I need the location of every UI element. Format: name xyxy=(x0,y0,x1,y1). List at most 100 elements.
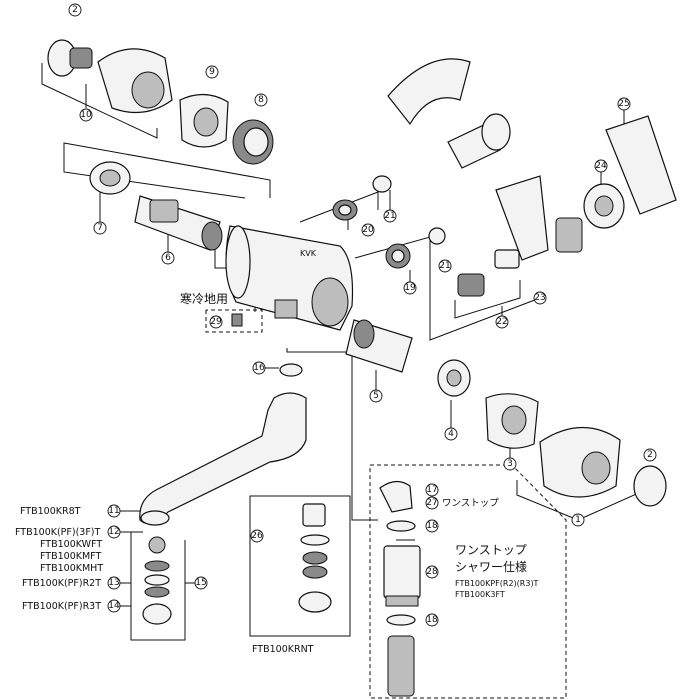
svg-text:5: 5 xyxy=(373,391,379,401)
callout-3: 3 xyxy=(503,457,517,471)
svg-text:21: 21 xyxy=(384,211,395,221)
label-one-stop-shower-1: ワンストップ xyxy=(455,543,527,557)
aerator-set-15 xyxy=(142,536,172,625)
callout-19: 19 xyxy=(403,281,417,295)
label-one-stop: ワンストップ xyxy=(442,498,499,509)
callout-14: 14 xyxy=(107,599,121,613)
label-one-stop-shower-2: シャワー仕様 xyxy=(455,560,527,574)
label-model-kr8t: FTB100KR8T xyxy=(20,506,81,517)
label-model-kpf: FTB100KPF(R2)(R3)T xyxy=(455,579,539,588)
callout-27: 27 xyxy=(425,496,439,510)
callout-15: 15 xyxy=(194,576,208,590)
spout-11 xyxy=(139,392,307,526)
svg-text:2: 2 xyxy=(72,5,78,15)
callout-24: 24 xyxy=(594,159,608,173)
callout-7: 7 xyxy=(93,221,107,235)
handle-base-9 xyxy=(179,93,229,148)
callout-26: 26 xyxy=(250,529,264,543)
check-valve-19 xyxy=(385,243,411,269)
one-stop-elbow-17 xyxy=(379,480,413,513)
svg-text:23: 23 xyxy=(534,293,545,303)
svg-text:29: 29 xyxy=(210,317,222,327)
svg-text:22: 22 xyxy=(496,317,507,327)
callout-13: 13 xyxy=(107,576,121,590)
svg-text:2: 2 xyxy=(647,450,653,460)
callout-21-low: 21 xyxy=(438,259,452,273)
svg-text:13: 13 xyxy=(108,578,119,588)
svg-text:11: 11 xyxy=(108,506,119,516)
svg-text:3: 3 xyxy=(507,459,513,469)
callout-2-top: 2 xyxy=(68,3,82,17)
callout-16: 16 xyxy=(252,361,266,375)
cover-25 xyxy=(605,115,677,215)
ring-nut-8 xyxy=(232,119,274,165)
callout-23: 23 xyxy=(533,291,547,305)
packing-18-low xyxy=(386,614,416,626)
callout-8: 8 xyxy=(254,93,268,107)
callout-4: 4 xyxy=(444,427,458,441)
label-model-r2t: FTB100K(PF)R2T xyxy=(22,578,101,589)
callout-5: 5 xyxy=(369,389,383,403)
callout-11: 11 xyxy=(107,504,121,518)
svg-text:4: 4 xyxy=(448,429,454,439)
callout-25: 25 xyxy=(617,97,631,111)
callout-17: 17 xyxy=(425,483,439,497)
o-ring-16 xyxy=(279,363,303,377)
label-model-krnt: FTB100KRNT xyxy=(252,644,314,655)
flange-24 xyxy=(583,183,625,229)
leader-lines xyxy=(41,63,651,699)
hose-connector xyxy=(447,113,511,169)
label-model-k3ft: FTB100K3FT xyxy=(455,590,505,599)
svg-text:19: 19 xyxy=(404,283,416,293)
handle-cover-2 xyxy=(47,39,93,77)
svg-text:28: 28 xyxy=(426,567,438,577)
callout-12: 12 xyxy=(107,525,121,539)
drain-plug-29 xyxy=(231,313,243,327)
callout-18-low: 18 xyxy=(425,613,439,627)
svg-text:18: 18 xyxy=(426,521,438,531)
svg-text:12: 12 xyxy=(108,527,119,537)
packing-21-top xyxy=(372,175,392,193)
adapter-ring-7 xyxy=(89,161,131,195)
check-valve-20 xyxy=(332,199,358,221)
handle-cap-1 xyxy=(539,426,621,498)
faucet-body: KVK xyxy=(225,225,354,331)
svg-text:26: 26 xyxy=(251,531,263,541)
packing-21-low xyxy=(428,227,446,245)
callout-10: 10 xyxy=(79,108,93,122)
svg-text:10: 10 xyxy=(80,110,92,120)
callout-21-top: 21 xyxy=(383,209,397,223)
body-logo: KVK xyxy=(300,249,317,258)
valve-cartridge-6 xyxy=(134,195,223,251)
svg-text:7: 7 xyxy=(97,223,103,233)
svg-text:1: 1 xyxy=(575,515,581,525)
handle-base-3 xyxy=(485,393,539,449)
label-model-kmft: FTB100KMFT xyxy=(40,551,101,562)
callout-28: 28 xyxy=(425,565,439,579)
svg-text:9: 9 xyxy=(209,67,215,77)
svg-text:21: 21 xyxy=(439,261,450,271)
eccentric-pipe-23 xyxy=(495,175,583,261)
svg-text:15: 15 xyxy=(195,578,206,588)
callout-2-right: 2 xyxy=(643,448,657,462)
shower-holder xyxy=(387,58,471,126)
svg-text:18: 18 xyxy=(426,615,438,625)
hose-fitting xyxy=(387,635,415,697)
callout-6: 6 xyxy=(161,251,175,265)
packing-18-top xyxy=(386,520,416,532)
adapter-ring-4 xyxy=(437,359,471,397)
svg-text:25: 25 xyxy=(618,99,629,109)
svg-text:8: 8 xyxy=(258,95,264,105)
adapter-28 xyxy=(383,545,421,607)
callout-20: 20 xyxy=(361,223,375,237)
callout-9: 9 xyxy=(205,65,219,79)
callout-1: 1 xyxy=(571,513,585,527)
callout-22: 22 xyxy=(495,315,509,329)
label-model-kmht: FTB100KMHT xyxy=(40,563,103,574)
thermo-cartridge-5 xyxy=(345,319,413,373)
label-model-r3t: FTB100K(PF)R3T xyxy=(22,601,101,612)
label-model-3f: FTB100K(PF)(3F)T xyxy=(15,527,101,538)
handle-cover-2-right xyxy=(633,465,667,507)
handle-cap-10 xyxy=(97,48,173,114)
svg-text:6: 6 xyxy=(165,253,171,263)
